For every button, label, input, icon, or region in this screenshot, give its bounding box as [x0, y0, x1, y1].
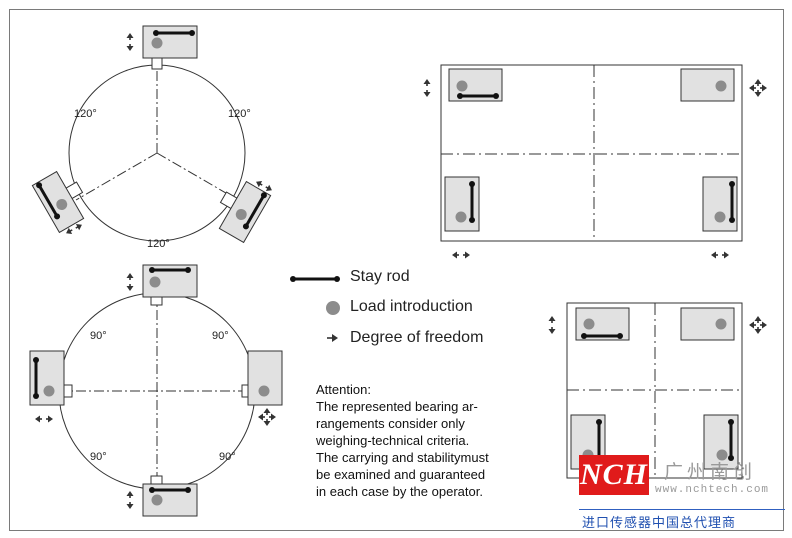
degree-of-freedom-icon [749, 79, 767, 97]
angle-label: 90° [212, 330, 229, 342]
rectangular-arrangement-top [422, 64, 768, 260]
attention-line: weighing-technical criteria. [316, 433, 470, 448]
watermark-url: www.nchtech.com [655, 484, 770, 496]
legend-load-dot-icon [326, 301, 340, 315]
degree-of-freedom-icon [710, 250, 730, 260]
load-cell-unit-top [125, 264, 198, 306]
legend-stay-rod-icon [290, 276, 340, 282]
degree-of-freedom-icon [258, 408, 276, 426]
angle-label: 90° [219, 451, 236, 463]
rectangular-arrangement-bottom [547, 302, 768, 479]
degree-of-freedom-icon [422, 78, 432, 98]
load-cell-unit-left [29, 350, 73, 424]
degree-of-freedom-icon [125, 272, 135, 292]
load-cell-unit-bottom-left [31, 170, 85, 234]
attention-note: Attention: The represented bearing ar- r… [316, 381, 531, 500]
four-point-arrangement: 90° 90° 90° 90° [29, 264, 283, 517]
angle-label: 90° [90, 451, 107, 463]
angle-label: 120° [74, 108, 97, 120]
legend-arrow-icon [327, 334, 338, 342]
attention-line: rangements consider only [316, 416, 465, 431]
degree-of-freedom-icon [451, 250, 471, 260]
attention-line: The represented bearing ar- [316, 399, 478, 414]
attention-line: in each case by the operator. [316, 484, 483, 499]
legend-degree-of-freedom-label: Degree of freedom [350, 329, 484, 346]
load-cell-unit-right [241, 350, 283, 426]
figure-frame [9, 9, 784, 531]
watermark-divider [579, 509, 785, 510]
angle-label: 120° [147, 238, 170, 250]
legend-stay-rod-label: Stay rod [350, 268, 410, 285]
legend-load-introduction-label: Load introduction [350, 298, 473, 315]
angle-label: 90° [90, 330, 107, 342]
watermark-tagline: 进口传感器中国总代理商 [582, 516, 737, 531]
load-cell-unit-top [125, 25, 198, 70]
degree-of-freedom-icon [125, 32, 135, 52]
degree-of-freedom-icon [749, 316, 767, 334]
attention-line: Attention: [316, 382, 371, 397]
degree-of-freedom-icon [125, 490, 135, 510]
load-cell-unit-bottom [125, 475, 198, 517]
degree-of-freedom-icon [547, 315, 557, 335]
watermark-company-name: 广州南创 [664, 461, 757, 483]
watermark-logo: NCH [579, 455, 649, 495]
three-point-arrangement: 120° 120° 120° [31, 25, 275, 250]
attention-line: The carrying and stabilitymust [316, 450, 489, 465]
attention-line: be examined and guaranteed [316, 467, 486, 482]
angle-label: 120° [228, 108, 251, 120]
load-cell-unit-bottom-right [218, 180, 272, 244]
degree-of-freedom-icon [34, 414, 54, 424]
